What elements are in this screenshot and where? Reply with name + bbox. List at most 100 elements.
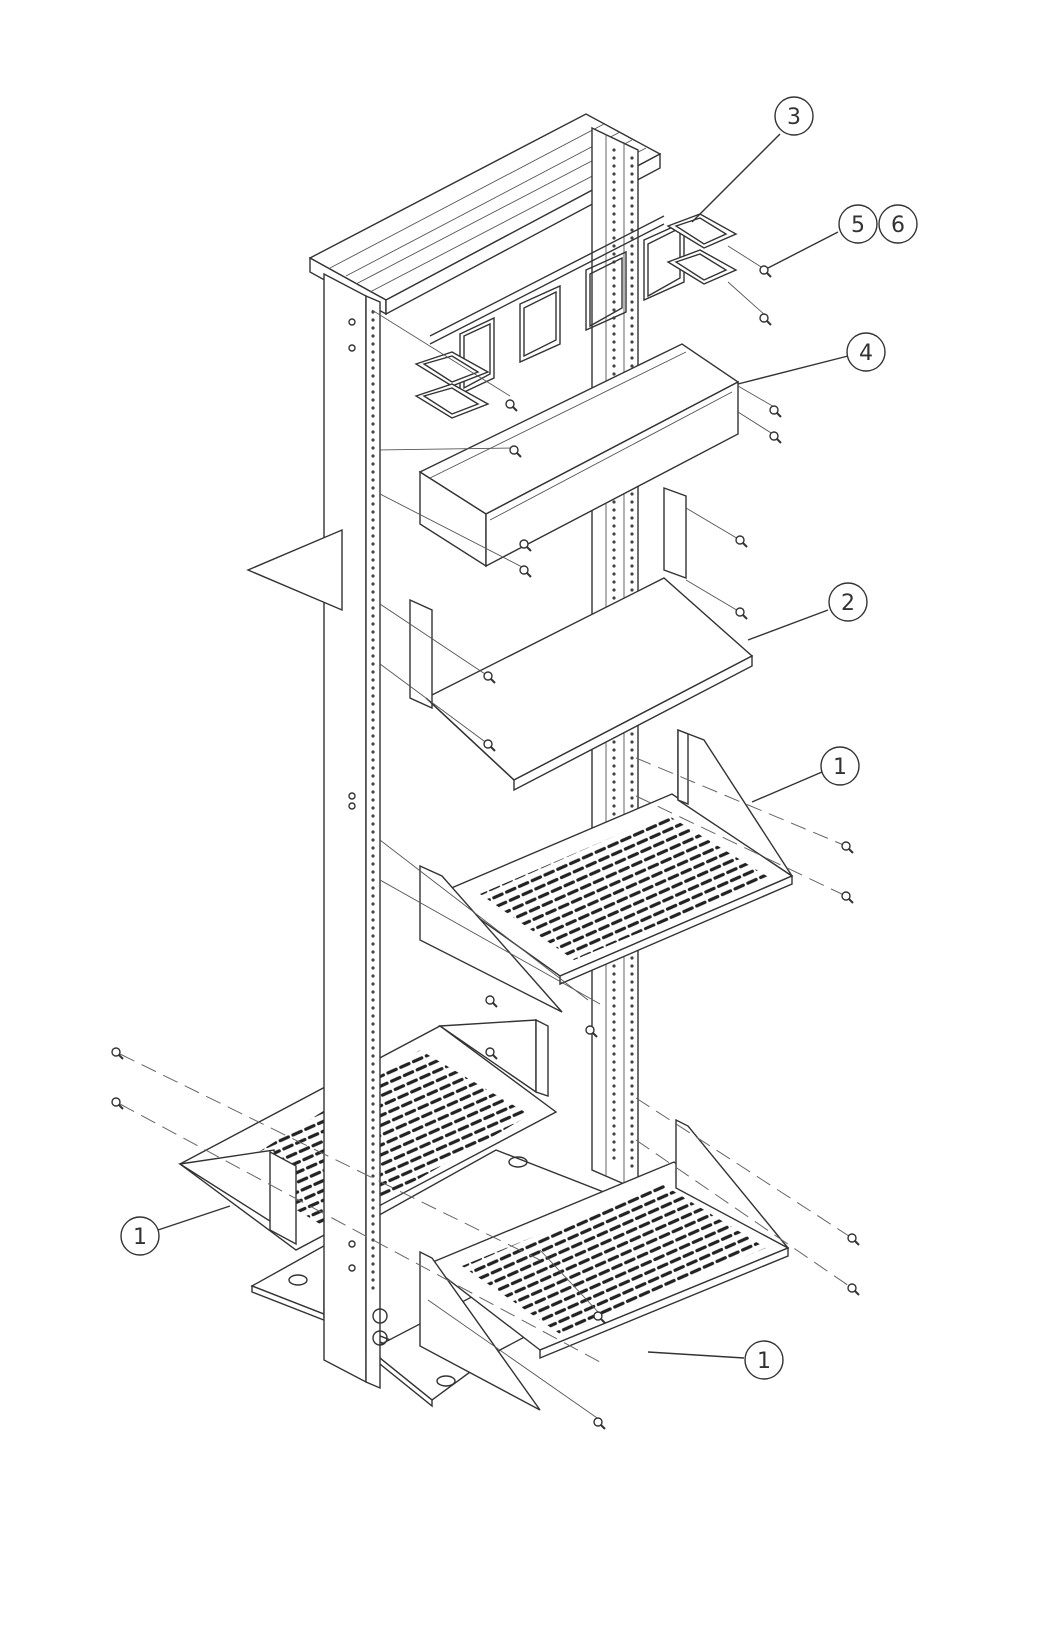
mounting-hole	[612, 356, 615, 359]
mounting-hole	[371, 430, 374, 433]
mounting-hole	[612, 548, 615, 551]
mounting-hole	[371, 1270, 374, 1273]
mounting-hole	[371, 342, 374, 345]
mounting-hole	[630, 276, 633, 279]
mounting-hole	[612, 788, 615, 791]
mounting-hole	[371, 1206, 374, 1209]
mounting-hole	[371, 478, 374, 481]
front-upright	[324, 274, 387, 1388]
mounting-hole	[612, 324, 615, 327]
mounting-hole	[630, 324, 633, 327]
mounting-hole	[371, 382, 374, 385]
mounting-hole	[612, 1092, 615, 1095]
mounting-hole	[371, 1286, 374, 1289]
mounting-hole	[371, 1086, 374, 1089]
mounting-hole	[371, 438, 374, 441]
mounting-hole	[630, 1084, 633, 1087]
mounting-hole	[630, 764, 633, 767]
mounting-hole	[630, 332, 633, 335]
mounting-hole	[630, 260, 633, 263]
mounting-hole	[371, 1158, 374, 1161]
mounting-hole	[630, 268, 633, 271]
mounting-hole	[371, 446, 374, 449]
mounting-hole	[371, 1062, 374, 1065]
mounting-hole	[612, 964, 615, 967]
mounting-hole	[612, 364, 615, 367]
mounting-hole	[612, 196, 615, 199]
mounting-hole	[612, 780, 615, 783]
mounting-hole	[630, 980, 633, 983]
mounting-hole	[630, 212, 633, 215]
callout-2: 2	[829, 583, 867, 621]
mounting-hole	[612, 972, 615, 975]
mounting-hole	[371, 574, 374, 577]
mounting-hole	[371, 1070, 374, 1073]
mounting-hole	[630, 1140, 633, 1143]
mounting-hole	[371, 398, 374, 401]
mounting-hole	[630, 748, 633, 751]
mounting-hole	[371, 454, 374, 457]
mounting-hole	[371, 502, 374, 505]
mounting-hole	[612, 1044, 615, 1047]
mounting-hole	[612, 748, 615, 751]
mounting-hole	[371, 678, 374, 681]
mounting-hole	[371, 550, 374, 553]
mounting-hole	[630, 308, 633, 311]
mounting-hole	[371, 902, 374, 905]
mounting-hole	[371, 582, 374, 585]
mounting-hole	[371, 766, 374, 769]
mounting-hole	[371, 614, 374, 617]
mounting-hole	[371, 414, 374, 417]
mounting-hole	[630, 732, 633, 735]
mounting-hole	[612, 236, 615, 239]
callout-1-left-shelf: 1	[121, 1217, 159, 1255]
mounting-hole	[371, 814, 374, 817]
mounting-hole	[371, 1246, 374, 1249]
mounting-hole	[612, 268, 615, 271]
mounting-hole	[612, 244, 615, 247]
mounting-hole	[612, 1100, 615, 1103]
mounting-hole	[371, 334, 374, 337]
mounting-hole	[630, 340, 633, 343]
mounting-hole	[612, 332, 615, 335]
mounting-hole	[630, 348, 633, 351]
mounting-hole	[612, 252, 615, 255]
mounting-hole	[371, 670, 374, 673]
mounting-hole	[612, 156, 615, 159]
mounting-hole	[630, 556, 633, 559]
mounting-hole	[630, 1036, 633, 1039]
mounting-hole	[612, 564, 615, 567]
mounting-hole	[371, 710, 374, 713]
mounting-hole	[371, 1054, 374, 1057]
mounting-hole	[371, 798, 374, 801]
mounting-hole	[371, 1038, 374, 1041]
mounting-hole	[630, 156, 633, 159]
mounting-hole	[371, 1030, 374, 1033]
mounting-hole	[371, 486, 374, 489]
mounting-hole	[371, 366, 374, 369]
mounting-hole	[371, 726, 374, 729]
mounting-hole	[630, 1132, 633, 1135]
mounting-hole	[371, 526, 374, 529]
mounting-hole	[612, 980, 615, 983]
mounting-hole	[630, 580, 633, 583]
mounting-hole	[630, 964, 633, 967]
mounting-hole	[371, 1230, 374, 1233]
mounting-hole	[371, 1118, 374, 1121]
mounting-hole	[612, 164, 615, 167]
mounting-hole	[630, 524, 633, 527]
mounting-hole	[612, 1052, 615, 1055]
mounting-hole	[612, 276, 615, 279]
mounting-hole	[612, 1156, 615, 1159]
mounting-hole	[612, 764, 615, 767]
mounting-hole	[612, 1084, 615, 1087]
mounting-hole	[630, 1068, 633, 1071]
mounting-hole	[630, 540, 633, 543]
mounting-hole	[630, 1116, 633, 1119]
mounting-hole	[612, 996, 615, 999]
mounting-hole	[630, 572, 633, 575]
mounting-hole	[371, 534, 374, 537]
mounting-hole	[630, 1148, 633, 1151]
mounting-hole	[371, 566, 374, 569]
mounting-hole	[630, 1028, 633, 1031]
